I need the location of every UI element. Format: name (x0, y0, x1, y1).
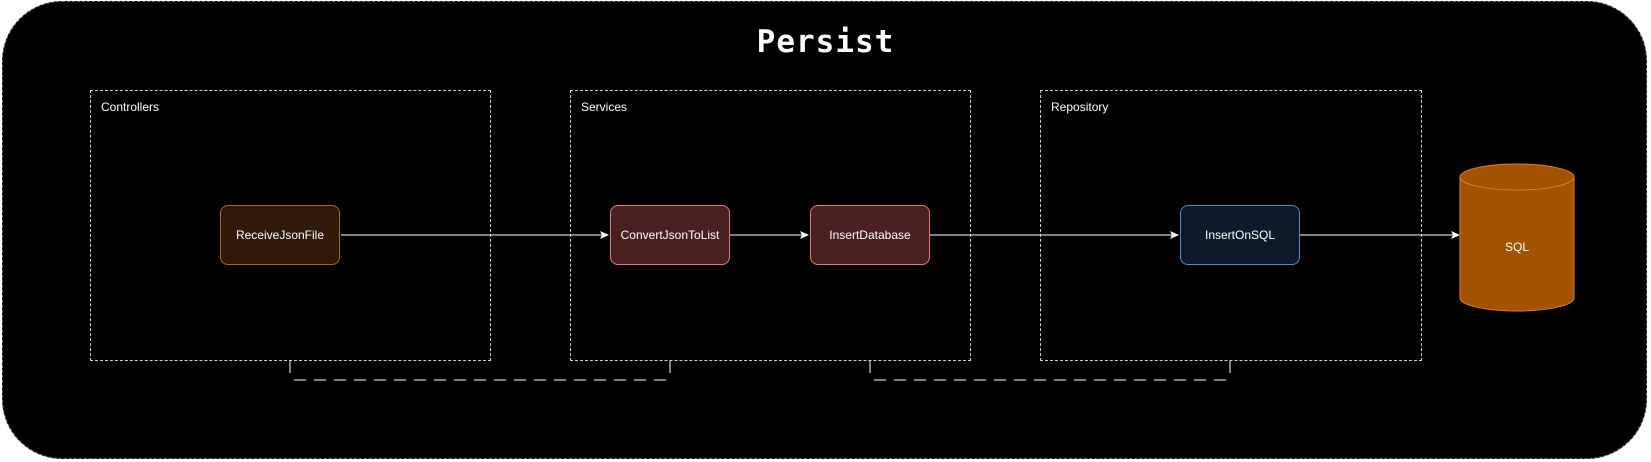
node-insert-on-sql: InsertOnSQL (1180, 205, 1300, 265)
group-services: Services (570, 90, 971, 361)
bracket-controllers-services (289, 361, 671, 381)
bracket-services-repository (869, 361, 1231, 381)
node-receive-json-file: ReceiveJsonFile (220, 205, 340, 265)
node-insert-on-sql-label: InsertOnSQL (1204, 228, 1276, 242)
group-label-controllers: Controllers (101, 100, 160, 114)
node-insert-database-label: InsertDatabase (829, 228, 911, 242)
node-insert-database: InsertDatabase (810, 205, 930, 265)
group-label-services: Services (581, 100, 628, 114)
node-receive-json-file-label: ReceiveJsonFile (235, 228, 325, 242)
database-cylinder (1459, 163, 1575, 312)
database-label: SQL (1504, 240, 1529, 254)
node-convert-json-to-list: ConvertJsonToList (610, 205, 730, 265)
node-convert-json-to-list-label: ConvertJsonToList (620, 228, 720, 242)
group-controllers: Controllers (90, 90, 491, 361)
group-label-repository: Repository (1051, 100, 1109, 114)
diagram-title: Persist (756, 24, 895, 60)
group-repository: Repository (1040, 90, 1422, 361)
